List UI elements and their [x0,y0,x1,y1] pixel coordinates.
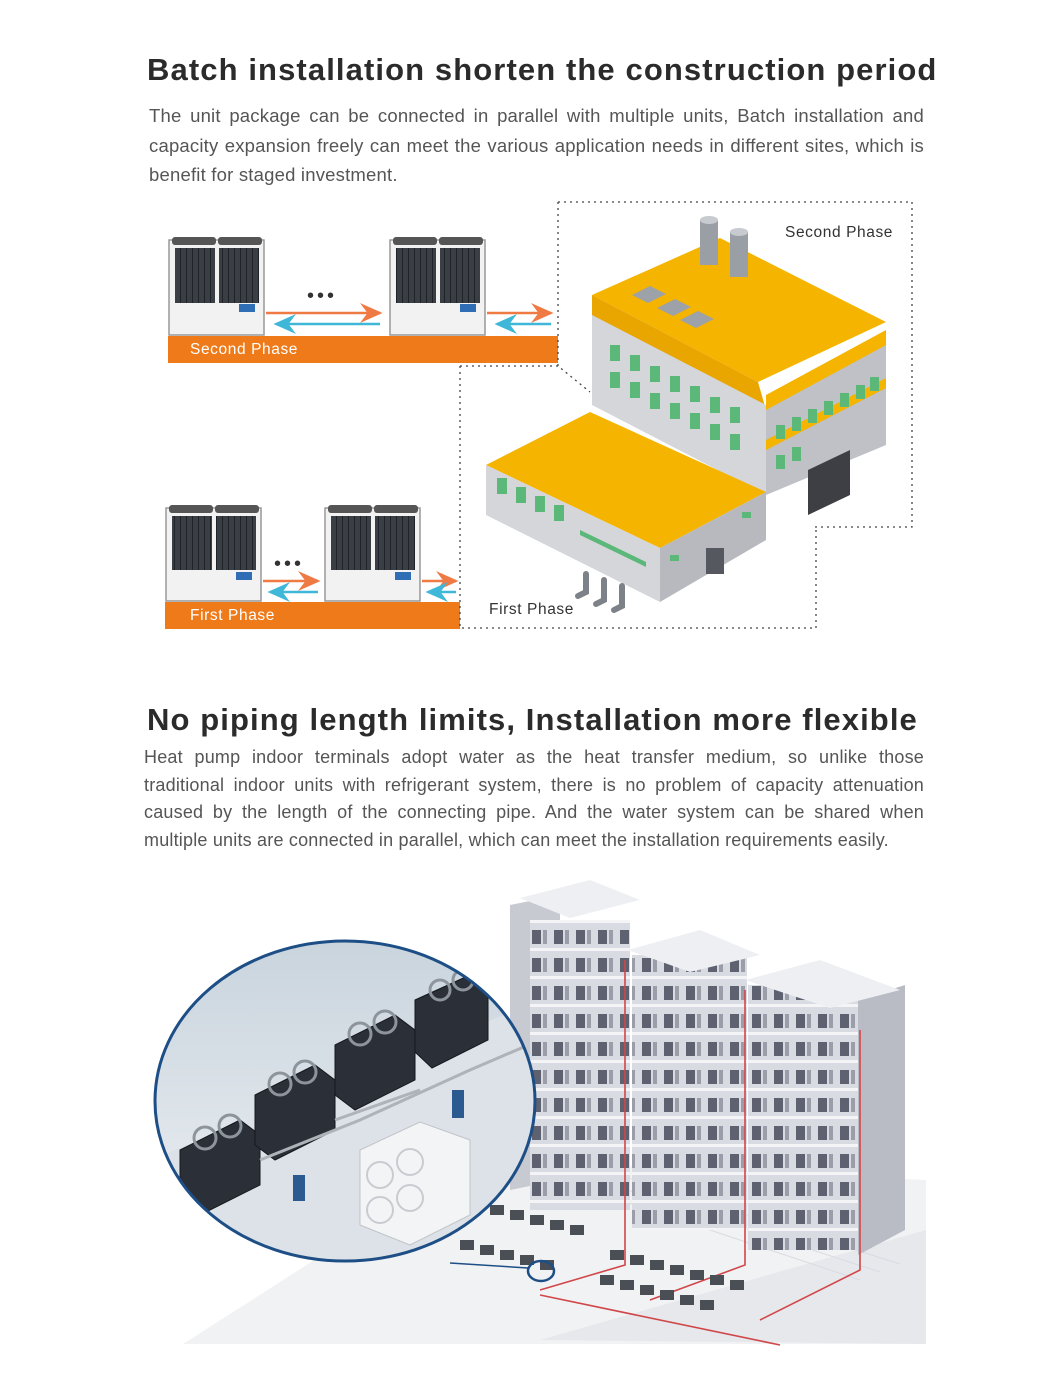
second-phase-ellipsis: ••• [307,285,338,307]
second-phase-bar-label: Second Phase [190,341,299,358]
first-phase-ellipsis: ••• [274,553,305,575]
second-phase-unit-2 [389,237,486,336]
residential-towers [183,880,926,1346]
second-phase-unit-1 [168,237,265,336]
factory-building [486,216,886,613]
first-phase-frame [459,365,817,629]
first-phase-bar [165,602,460,629]
first-phase-building-label: First Phase [489,601,574,618]
second-phase-building-label: Second Phase [785,224,894,241]
second-phase-bar [168,336,558,363]
section1-body: The unit package can be connected in par… [149,105,924,185]
section2-title: No piping length limits, Installation mo… [147,702,918,737]
first-phase-unit-1 [165,505,262,602]
section1-title: Batch installation shorten the construct… [147,52,938,87]
first-phase-bar-label: First Phase [190,607,275,624]
second-phase-frame [558,201,913,528]
section2-body: Heat pump indoor terminals adopt water a… [144,747,924,851]
zoom-detail-circle [153,939,537,1263]
first-phase-unit-2 [324,505,421,602]
